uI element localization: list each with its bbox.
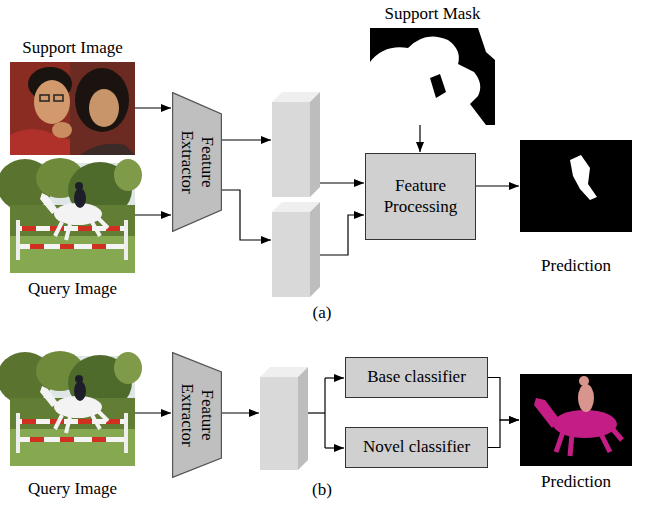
query-photo: [0, 351, 142, 466]
connector-arrow: [488, 378, 519, 421]
wire: [222, 140, 364, 448]
image-panel: Prediction: [520, 140, 632, 232]
connector-arrow: [419, 125, 420, 152]
panel-tag: (a): [313, 303, 332, 323]
process-box: Novel classifier: [345, 427, 488, 468]
connector-arrow: [488, 420, 519, 448]
prediction-image: [520, 140, 632, 232]
image-panel: Query Image: [10, 356, 135, 469]
box-label: Feature Extractor: [177, 360, 218, 470]
process-box: Feature Processing: [365, 153, 476, 240]
box-label: Feature Extractor: [177, 107, 218, 217]
panel-tag: (b): [312, 480, 332, 500]
extractor-trapezoid: Feature Extractor: [172, 352, 222, 478]
image-caption: Query Image: [28, 279, 117, 299]
image-caption: Prediction: [541, 256, 611, 276]
image-panel: Prediction: [520, 374, 632, 466]
image-caption: Query Image: [28, 479, 117, 499]
connector-arrow: [476, 185, 519, 186]
box-label: Feature Processing: [370, 176, 471, 217]
image-panel: Support Image: [10, 62, 135, 155]
box-label: Novel classifier: [363, 437, 470, 457]
trapezoid-outline: [173, 353, 222, 478]
image-panel: Query Image: [10, 163, 135, 273]
process-box: Base classifier: [345, 357, 488, 398]
image-caption: Prediction: [541, 472, 611, 492]
mask-image: [370, 28, 495, 125]
box-label: Base classifier: [367, 367, 466, 387]
feature-block: [260, 367, 308, 470]
connector-arrow: [135, 214, 171, 215]
feature-block: [272, 202, 320, 297]
feature-block: [272, 92, 320, 197]
image-caption: Support Image: [22, 38, 123, 58]
connector-arrow: [135, 412, 171, 413]
support-photo: [10, 62, 135, 155]
extractor-trapezoid: Feature Extractor: [172, 92, 222, 232]
image-panel: Support Mask: [370, 28, 495, 125]
prediction-image: [520, 374, 632, 466]
connector-arrow: [135, 107, 171, 108]
trapezoid-outline: [173, 93, 222, 232]
query-photo: [0, 158, 142, 273]
image-caption: Support Mask: [385, 4, 481, 24]
